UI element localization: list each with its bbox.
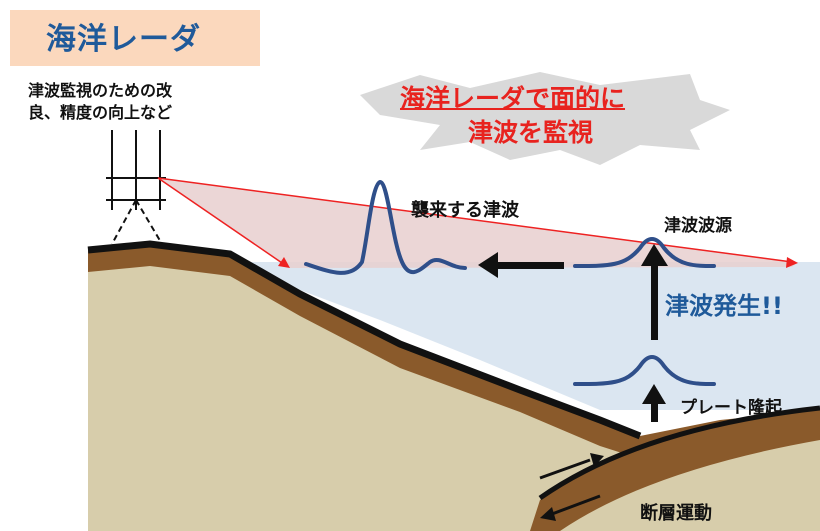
headline-line-1: 海洋レーダで面的に xyxy=(400,84,626,113)
seafloor-surface-line xyxy=(87,240,642,440)
radar-note: 津波監視のための改 良、精度の向上など xyxy=(28,80,172,124)
plate-uplift-label: プレート隆起 xyxy=(680,398,782,418)
subducting-plate xyxy=(530,410,820,531)
radar-tower-icon xyxy=(106,130,166,245)
incoming-tsunami-label: 襲来する津波 xyxy=(411,200,519,221)
tsunami-source-wave xyxy=(573,237,716,268)
tsunami-occurrence-label: 津波発生!! xyxy=(665,292,783,320)
page-title: 海洋レーダ xyxy=(46,22,201,57)
radar-beams xyxy=(157,177,798,268)
radar-note-line-1: 津波監視のための改 xyxy=(28,81,173,100)
sea-water xyxy=(250,262,820,410)
tsunami-source-label: 津波波源 xyxy=(664,216,732,236)
headline: 海洋レーダで面的に 津波を監視 xyxy=(400,82,720,150)
fault-arrows xyxy=(539,453,604,521)
plate-uplift-wave xyxy=(573,355,716,386)
propagation-arrow-icon xyxy=(478,252,564,278)
fault-movement-label: 断層運動 xyxy=(640,503,712,524)
crust-layer xyxy=(88,242,820,462)
incoming-tsunami-wave xyxy=(304,179,467,275)
title-banner xyxy=(10,10,260,66)
radar-coverage-area xyxy=(158,178,798,268)
headline-line-2: 津波を監視 xyxy=(468,118,594,147)
plate-boundary-line xyxy=(538,405,820,501)
starburst-shape xyxy=(360,72,730,165)
upward-arrow-icon xyxy=(641,244,668,422)
radar-note-line-2: 良、精度の向上など xyxy=(28,103,173,122)
